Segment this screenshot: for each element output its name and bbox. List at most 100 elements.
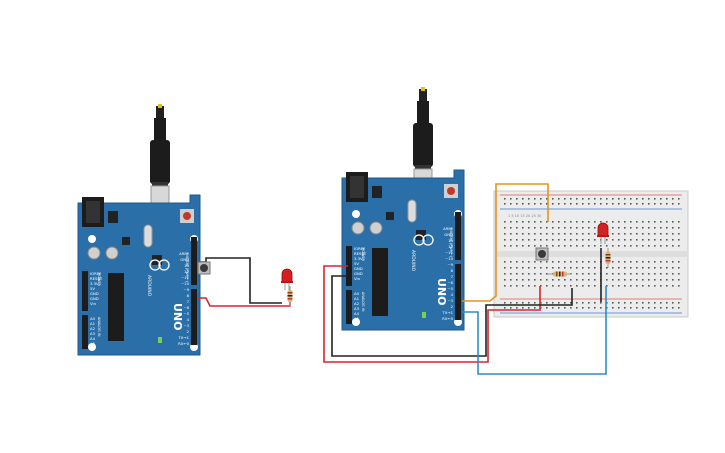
breadboard-hole[interactable] xyxy=(654,227,656,229)
breadboard-hole[interactable] xyxy=(528,245,530,247)
breadboard-hole[interactable] xyxy=(558,239,560,241)
breadboard-hole[interactable] xyxy=(594,267,596,269)
breadboard-hole[interactable] xyxy=(618,302,620,304)
breadboard-hole[interactable] xyxy=(528,198,530,200)
breadboard-hole[interactable] xyxy=(630,285,632,287)
breadboard-hole[interactable] xyxy=(522,239,524,241)
breadboard-hole[interactable] xyxy=(522,203,524,205)
breadboard-hole[interactable] xyxy=(558,267,560,269)
breadboard-hole[interactable] xyxy=(630,221,632,223)
breadboard-hole[interactable] xyxy=(624,307,626,309)
breadboard-hole[interactable] xyxy=(672,233,674,235)
breadboard-hole[interactable] xyxy=(624,227,626,229)
breadboard-hole[interactable] xyxy=(642,279,644,281)
breadboard-hole[interactable] xyxy=(636,261,638,263)
breadboard-hole[interactable] xyxy=(540,245,542,247)
breadboard-hole[interactable] xyxy=(594,302,596,304)
breadboard-hole[interactable] xyxy=(546,198,548,200)
breadboard-hole[interactable] xyxy=(648,261,650,263)
breadboard-hole[interactable] xyxy=(564,302,566,304)
breadboard-hole[interactable] xyxy=(672,307,674,309)
breadboard-hole[interactable] xyxy=(534,302,536,304)
breadboard-hole[interactable] xyxy=(618,221,620,223)
breadboard-hole[interactable] xyxy=(522,198,524,200)
breadboard-hole[interactable] xyxy=(510,233,512,235)
breadboard-hole[interactable] xyxy=(618,285,620,287)
breadboard-hole[interactable] xyxy=(636,233,638,235)
breadboard-hole[interactable] xyxy=(678,285,680,287)
breadboard-hole[interactable] xyxy=(588,261,590,263)
breadboard-hole[interactable] xyxy=(636,227,638,229)
breadboard-hole[interactable] xyxy=(534,198,536,200)
breadboard-hole[interactable] xyxy=(564,267,566,269)
breadboard-hole[interactable] xyxy=(570,267,572,269)
breadboard-hole[interactable] xyxy=(666,233,668,235)
breadboard-hole[interactable] xyxy=(654,267,656,269)
breadboard-hole[interactable] xyxy=(582,261,584,263)
breadboard-hole[interactable] xyxy=(552,239,554,241)
breadboard-hole[interactable] xyxy=(528,203,530,205)
breadboard-hole[interactable] xyxy=(564,261,566,263)
breadboard-hole[interactable] xyxy=(600,198,602,200)
breadboard-hole[interactable] xyxy=(510,267,512,269)
breadboard-hole[interactable] xyxy=(624,261,626,263)
breadboard-hole[interactable] xyxy=(612,261,614,263)
breadboard-hole[interactable] xyxy=(654,245,656,247)
breadboard-hole[interactable] xyxy=(648,221,650,223)
breadboard-hole[interactable] xyxy=(654,261,656,263)
breadboard-hole[interactable] xyxy=(642,203,644,205)
breadboard-hole[interactable] xyxy=(606,285,608,287)
breadboard-hole[interactable] xyxy=(600,221,602,223)
breadboard-hole[interactable] xyxy=(546,233,548,235)
breadboard-hole[interactable] xyxy=(654,307,656,309)
breadboard-hole[interactable] xyxy=(678,307,680,309)
breadboard-hole[interactable] xyxy=(576,285,578,287)
breadboard-hole[interactable] xyxy=(540,273,542,275)
breadboard-hole[interactable] xyxy=(624,285,626,287)
breadboard-hole[interactable] xyxy=(648,307,650,309)
breadboard-hole[interactable] xyxy=(630,198,632,200)
breadboard-hole[interactable] xyxy=(540,261,542,263)
breadboard-hole[interactable] xyxy=(564,203,566,205)
breadboard-hole[interactable] xyxy=(516,203,518,205)
breadboard-hole[interactable] xyxy=(570,221,572,223)
breadboard-hole[interactable] xyxy=(504,261,506,263)
breadboard-hole[interactable] xyxy=(624,245,626,247)
breadboard-hole[interactable] xyxy=(558,233,560,235)
breadboard-hole[interactable] xyxy=(618,307,620,309)
breadboard-hole[interactable] xyxy=(648,198,650,200)
breadboard-hole[interactable] xyxy=(672,198,674,200)
breadboard-hole[interactable] xyxy=(678,239,680,241)
breadboard-hole[interactable] xyxy=(618,273,620,275)
breadboard-hole[interactable] xyxy=(672,302,674,304)
breadboard-hole[interactable] xyxy=(552,307,554,309)
breadboard-hole[interactable] xyxy=(558,198,560,200)
breadboard-hole[interactable] xyxy=(660,273,662,275)
breadboard-hole[interactable] xyxy=(666,221,668,223)
breadboard-hole[interactable] xyxy=(546,245,548,247)
breadboard-hole[interactable] xyxy=(612,273,614,275)
breadboard-hole[interactable] xyxy=(648,279,650,281)
breadboard-hole[interactable] xyxy=(678,233,680,235)
breadboard-hole[interactable] xyxy=(654,273,656,275)
wire-black-ground[interactable] xyxy=(331,275,573,357)
breadboard-hole[interactable] xyxy=(552,261,554,263)
breadboard-hole[interactable] xyxy=(558,307,560,309)
breadboard-hole[interactable] xyxy=(504,285,506,287)
breadboard-hole[interactable] xyxy=(636,273,638,275)
breadboard-hole[interactable] xyxy=(558,261,560,263)
breadboard-hole[interactable] xyxy=(510,245,512,247)
breadboard-hole[interactable] xyxy=(636,279,638,281)
breadboard-hole[interactable] xyxy=(564,227,566,229)
arduino-board-1[interactable]: UNO ARDUINO POWER ANALOG IN DIGITAL (PWM… xyxy=(77,194,201,356)
breadboard-hole[interactable] xyxy=(570,285,572,287)
breadboard-hole[interactable] xyxy=(606,245,608,247)
breadboard-hole[interactable] xyxy=(660,245,662,247)
breadboard-hole[interactable] xyxy=(576,227,578,229)
breadboard-hole[interactable] xyxy=(594,227,596,229)
breadboard-hole[interactable] xyxy=(666,307,668,309)
breadboard-hole[interactable] xyxy=(582,233,584,235)
pushbutton-1[interactable] xyxy=(197,261,211,275)
breadboard-hole[interactable] xyxy=(564,221,566,223)
